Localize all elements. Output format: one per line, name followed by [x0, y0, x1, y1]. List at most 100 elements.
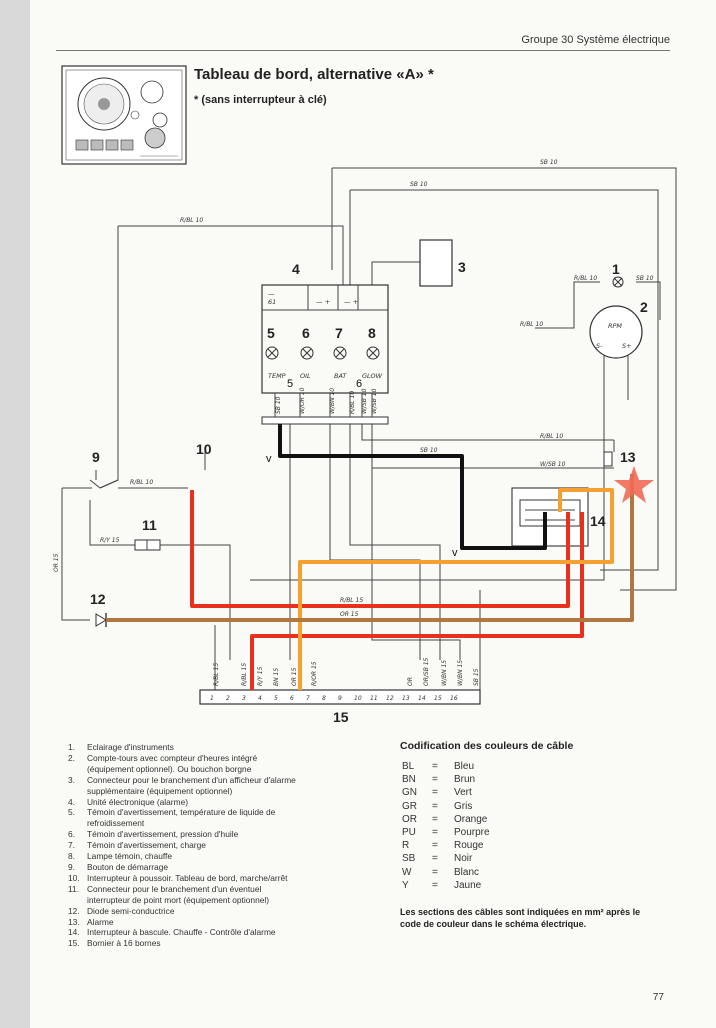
legend-item: (équipement optionnel). Ou bouchon borgn… [87, 763, 252, 774]
legend-item: 4.Unité électronique (alarme) [68, 796, 189, 807]
brown-highlight-wire [106, 474, 634, 622]
legend-item: 14.Interrupteur à bascule. Chauffe - Con… [68, 927, 276, 938]
wiring-diagram: RPM S- S+ 1 2 3 4 5 6 7 8 9 10 11 12 13 … [53, 65, 677, 725]
manual-page: Groupe 30 Système électrique Tableau de … [30, 0, 716, 1028]
component-number: 5 [267, 325, 275, 341]
svg-text:6: 6 [290, 695, 294, 702]
annotation-v: v [266, 453, 272, 465]
color-code-row: SB=Noir [402, 853, 473, 865]
rail-wire-label: W/BN 15 [441, 660, 448, 686]
legend-item: 13.Alarme [68, 916, 114, 927]
gauge-label-oil: OIL [300, 372, 311, 380]
component-number: 1 [612, 261, 620, 277]
annotation-v: v [452, 547, 458, 559]
rail-wire-label: R/BL 15 [241, 663, 248, 686]
svg-text:16: 16 [450, 695, 458, 702]
wire-col-label: W/OR 10 [299, 387, 306, 414]
component-number: 4 [292, 261, 300, 277]
color-code-row: R=Rouge [402, 840, 484, 852]
svg-text:8: 8 [322, 695, 326, 702]
wire-label: R/BL 10 [574, 275, 597, 282]
color-code-row: BN=Brun [402, 774, 476, 786]
svg-text:5: 5 [274, 695, 278, 702]
rail-wire-label: OR 15 [291, 667, 298, 686]
legend-item: 9.Bouton de démarrage [68, 861, 169, 872]
legend-item: 1.Eclairage d'instruments [68, 742, 174, 752]
wire-col-label: W/SB 10 [371, 388, 378, 414]
annotation-6: 6 [356, 378, 362, 390]
legend-item: 6.Témoin d'avertissement, pression d'hui… [68, 829, 239, 840]
rail-wire-label: OR/SB 15 [423, 657, 430, 686]
component-number: 14 [590, 513, 606, 529]
cable-section-note: Les sections des câbles sont indiquées e… [400, 907, 641, 929]
svg-text:4: 4 [258, 695, 262, 702]
wire-label: R/BL 10 [540, 433, 563, 440]
wire-col-label: SB 10 [275, 396, 282, 414]
component-number: 10 [196, 441, 212, 457]
component-number: 15 [333, 709, 349, 725]
page-title: Tableau de bord, alternative «A» * [194, 66, 434, 83]
legend-item: 15.Bornier à 16 bornes [68, 938, 161, 949]
wire-label: SB 10 [540, 159, 558, 166]
wire-label: R/BL 10 [520, 321, 543, 328]
rail-terminal-numbers: 1 2 3 4 5 6 7 8 9 10 11 12 13 14 15 16 [210, 695, 458, 702]
svg-text:S+: S+ [622, 342, 632, 350]
rail-wire-label: SB 15 [473, 668, 480, 686]
annotation-5: 5 [287, 378, 293, 390]
gauge-label-bat: BAT [334, 372, 347, 380]
color-code-row: PU=Pourpre [402, 827, 490, 839]
svg-text:12: 12 [386, 695, 394, 702]
legend-item: 10.Interrupteur à poussoir. Tableau de b… [68, 872, 288, 883]
svg-text:1: 1 [210, 695, 214, 702]
warning-lamps [265, 346, 380, 360]
legend-item: refroidissement [87, 818, 145, 829]
wire-label: OR 15 [53, 553, 60, 572]
gauge-label-glow: GLOW [362, 372, 383, 380]
svg-text:10: 10 [354, 695, 362, 702]
svg-text:S-: S- [596, 342, 603, 350]
module-pm-label: — + [316, 298, 330, 306]
wire-col-label: W/SB 10 [361, 388, 368, 414]
component-number: 8 [368, 325, 376, 341]
rpm-gauge: RPM S- S+ [589, 276, 643, 359]
gauge-label-temp: TEMP [268, 372, 286, 380]
svg-text:7: 7 [306, 695, 310, 702]
wire-label: W/SB 10 [540, 461, 566, 468]
legend-item: 12.Diode semi-conductrice [68, 905, 175, 916]
color-code-row: OR=Orange [402, 813, 488, 825]
svg-text:2: 2 [226, 695, 230, 702]
wire-col-label: W/BN 10 [329, 388, 336, 414]
connector-3 [419, 239, 453, 287]
star-marker [614, 466, 654, 503]
wire-label: SB 10 [420, 447, 438, 454]
rail-wire-label: BN 15 [273, 668, 280, 686]
schematic-wires [61, 167, 677, 690]
wire-label: SB 10 [636, 275, 654, 282]
page-subtitle: * (sans interrupteur à clé) [194, 94, 327, 106]
rail-wire-label: W/BN 15 [457, 660, 464, 686]
rail-wire-label: R/Y 15 [257, 666, 264, 686]
highlighted-wires [106, 424, 634, 690]
legend-item: 5.Témoin d'avertissement, température de… [68, 807, 276, 818]
color-code-row: BL=Bleu [402, 761, 475, 772]
header-rule [56, 50, 670, 51]
component-number: 3 [458, 259, 466, 275]
legend-item: interrupteur de point mort (équipement o… [87, 894, 270, 905]
terminal-block-15 [199, 689, 481, 705]
svg-text:15: 15 [434, 695, 442, 702]
wire-label: R/Y 15 [100, 537, 120, 544]
legend-item: supplémentaire (équipement optionnel) [87, 785, 233, 796]
rail-wire-label: R/BL 15 [213, 663, 220, 686]
codification-title: Codification des couleurs de câble [400, 740, 574, 752]
wire-col-label: R/BL 10 [349, 391, 356, 414]
color-code-row: Y=Jaune [402, 879, 482, 891]
wire-label: OR 15 [340, 611, 359, 618]
color-code-row: W=Blanc [402, 866, 480, 878]
component-number: 12 [90, 591, 106, 607]
wire-label: R/BL 10 [130, 479, 153, 486]
legend-item: 2.Compte-tours avec compteur d'heures in… [68, 752, 258, 763]
svg-text:9: 9 [338, 695, 342, 702]
rail-wire-label: OR [407, 677, 414, 686]
module-minus-label: — [268, 290, 275, 298]
module-ground-label: 61 [268, 298, 276, 306]
